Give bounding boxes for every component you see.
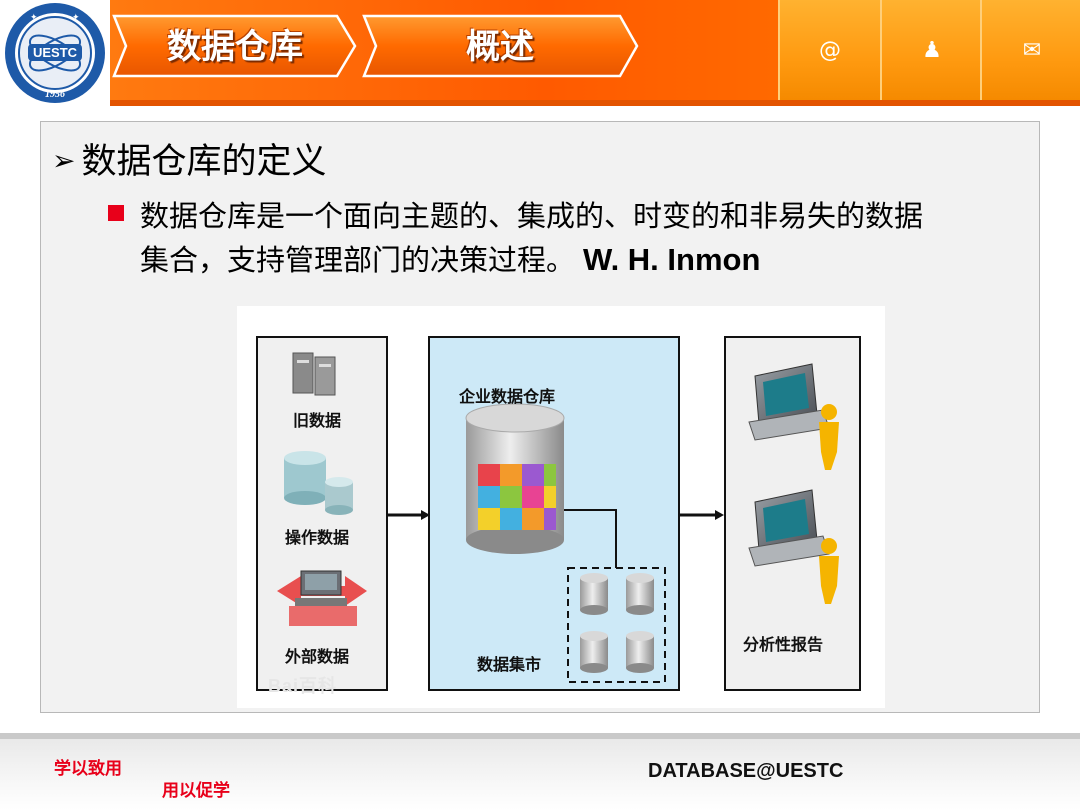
external-data-icon (277, 570, 367, 626)
definition-text: 数据仓库是一个面向主题的、集成的、时变的和非易失的数据 集合，支持管理部门的决策… (140, 194, 1040, 282)
tab-chevrons (112, 14, 639, 78)
datamart-cylinders-icon (580, 573, 654, 673)
person-icon[interactable]: ♟ (880, 0, 982, 100)
tab-data-warehouse[interactable]: 数据仓库 (167, 28, 303, 66)
slide-footer (0, 739, 1080, 810)
definition-line-1: 数据仓库是一个面向主题的、集成的、时变的和非易失的数据 (140, 199, 924, 233)
operational-db-icon (284, 451, 353, 515)
diagram-graphics (256, 336, 861, 691)
logo-text: UESTC (33, 45, 78, 60)
slogan-line-2: 用以促学 (162, 781, 230, 801)
header-band-shadow (108, 100, 1080, 106)
tab-overview[interactable]: 概述 (466, 28, 534, 66)
footer-brand: DATABASE@UESTC (648, 760, 844, 782)
datamart-label: 数据集市 (477, 655, 542, 674)
footer-divider (0, 733, 1080, 739)
heading-text: 数据仓库的定义 (81, 142, 327, 182)
slide-header: UESTC 1956 ✦ ✦ 数据仓库 概述 @ ♟ ✉ (0, 0, 1080, 108)
datamart-box (567, 567, 666, 683)
definition-line-2: 集合，支持管理部门的决策过程。 (140, 243, 576, 277)
sources-panel (256, 336, 388, 691)
warehouse-title-label: 企业数据仓库 (459, 387, 556, 406)
at-icon[interactable]: @ (778, 0, 880, 100)
external-data-label: 外部数据 (285, 647, 350, 666)
workstation-user-icon-1 (748, 363, 839, 470)
slogan-line-1: 学以致用 (54, 759, 122, 779)
author-name: W. H. Inmon (583, 242, 761, 277)
section-heading: ➢数据仓库的定义 (52, 133, 326, 184)
analysis-report-label: 分析性报告 (743, 635, 824, 654)
arrow-to-reports (715, 510, 724, 520)
arrow-bullet-icon: ➢ (52, 144, 76, 177)
warehouse-diagram: 旧数据 操作数据 外部数据 企业数据仓库 数据集市 分析性报告 (237, 306, 885, 708)
svg-text:✦: ✦ (72, 13, 80, 23)
mail-icon[interactable]: ✉ (980, 0, 1080, 100)
workstation-user-icon-2 (748, 489, 839, 604)
uestc-logo: UESTC 1956 ✦ ✦ (0, 0, 110, 108)
legacy-server-icon (292, 352, 336, 396)
square-bullet-icon (108, 205, 124, 221)
legacy-data-label: 旧数据 (293, 411, 342, 430)
operational-data-label: 操作数据 (285, 528, 350, 547)
warehouse-cylinder-icon (465, 403, 565, 554)
arrow-to-warehouse (421, 510, 430, 520)
svg-text:✦: ✦ (30, 13, 38, 23)
baike-watermark: Bai百科 (268, 676, 338, 696)
logo-year: 1956 (45, 89, 65, 100)
